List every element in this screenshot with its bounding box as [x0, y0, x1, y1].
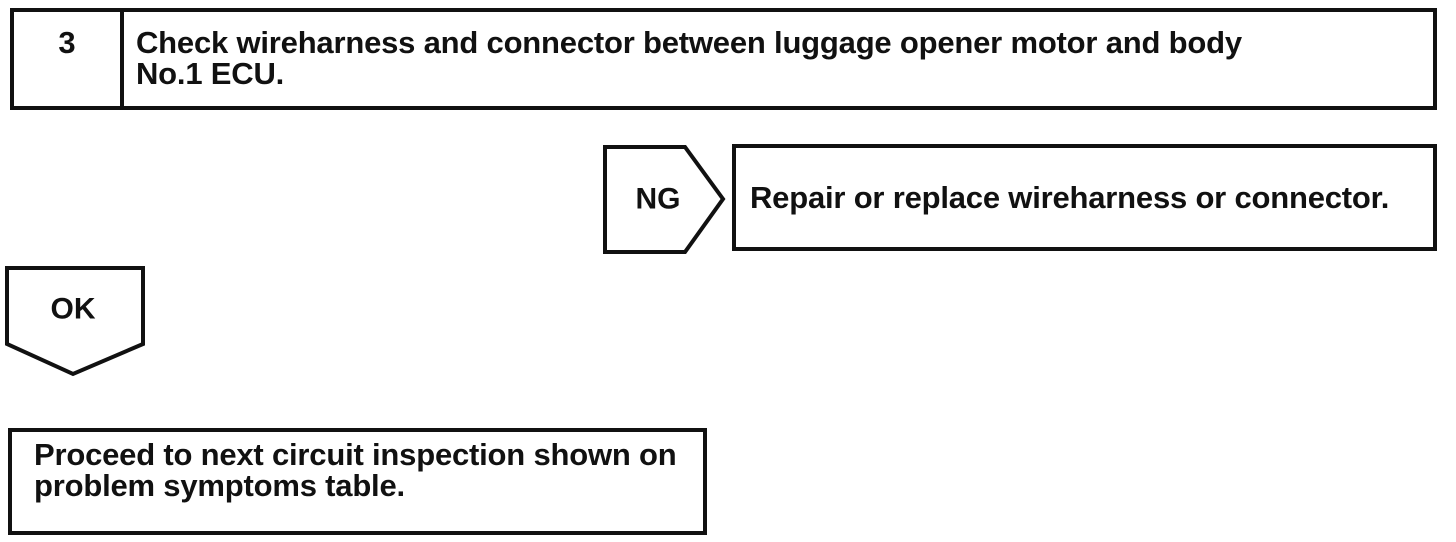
ng-action-text: Repair or replace wireharness or connect…: [750, 180, 1390, 215]
ok-action-line1: Proceed to next circuit inspection shown…: [34, 437, 677, 472]
ok-action-line2: problem symptoms table.: [34, 468, 405, 503]
ng-label: NG: [636, 183, 681, 216]
ok-connector-shape: OK: [5, 266, 145, 377]
step-number: 3: [14, 12, 124, 106]
ng-action-box: Repair or replace wireharness or connect…: [732, 144, 1437, 251]
ok-label: OK: [51, 293, 96, 326]
step-header-box: 3 Check wireharness and connector betwee…: [10, 8, 1437, 110]
step-description-line2: No.1 ECU.: [136, 56, 285, 91]
ok-action-box: Proceed to next circuit inspection shown…: [8, 428, 707, 535]
ng-connector-shape: NG: [603, 145, 726, 254]
ng-pentagon: [603, 145, 726, 254]
ok-pentagon: [5, 266, 145, 377]
step-description-line1: Check wireharness and connector between …: [136, 25, 1242, 60]
step-description: Check wireharness and connector between …: [124, 12, 1433, 106]
